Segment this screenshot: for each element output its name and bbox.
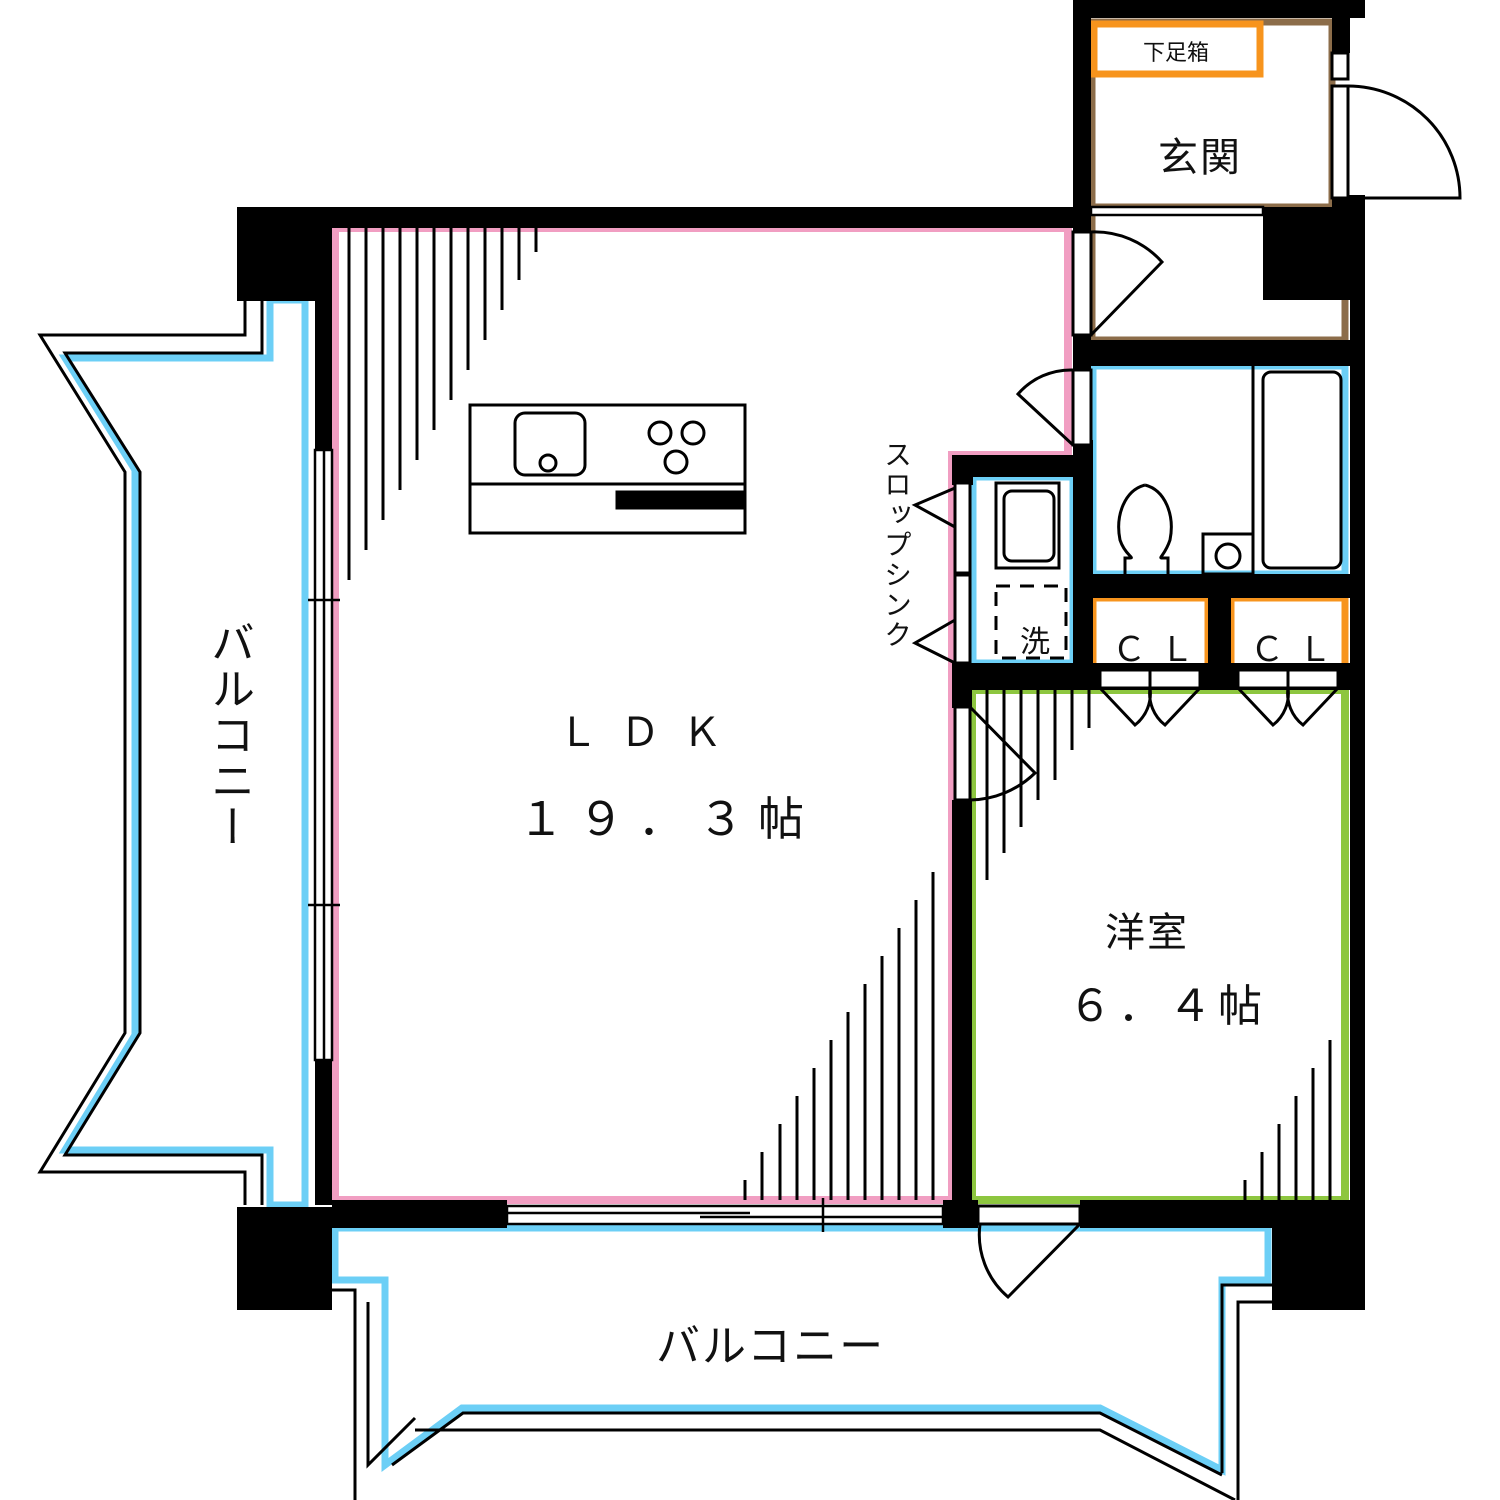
- western-room-size: ６．４帖: [1068, 981, 1268, 1032]
- shoe-cabinet-label: 下足箱: [1143, 41, 1210, 66]
- floor-hatch-western: [985, 690, 1332, 1200]
- walls: [237, 0, 1365, 1310]
- balcony-west-label: バルコニー: [203, 620, 254, 850]
- doors: [911, 51, 1462, 1300]
- floor-hatch-ldk: [347, 228, 935, 1200]
- stove-icon: [647, 420, 706, 475]
- slop-sink-label: スロップシンク: [880, 440, 913, 650]
- western-room-label: 洋室: [1105, 910, 1189, 956]
- balcony-south-label: バルコニー: [656, 1321, 886, 1372]
- closet-2-label: ＣＬ: [1250, 630, 1346, 670]
- balcony-south: [328, 1224, 1272, 1500]
- washing-machine-pan-icon: [994, 584, 1068, 660]
- kitchen-counter: [468, 403, 747, 535]
- washer-label: 洗: [1020, 625, 1050, 660]
- balcony-west: [37, 296, 309, 1209]
- windows: [308, 205, 1265, 1232]
- closet-1-label: ＣＬ: [1112, 630, 1208, 670]
- washbasin-icon: [1201, 532, 1255, 576]
- ldk-size: １９．３帖: [518, 792, 818, 846]
- utility-sink-icon: [994, 481, 1061, 570]
- ldk-label: ＬＤＫ: [558, 710, 744, 756]
- sink-icon: [513, 411, 587, 477]
- entrance-label: 玄関: [1158, 135, 1242, 181]
- toilet-icon: [1117, 483, 1173, 574]
